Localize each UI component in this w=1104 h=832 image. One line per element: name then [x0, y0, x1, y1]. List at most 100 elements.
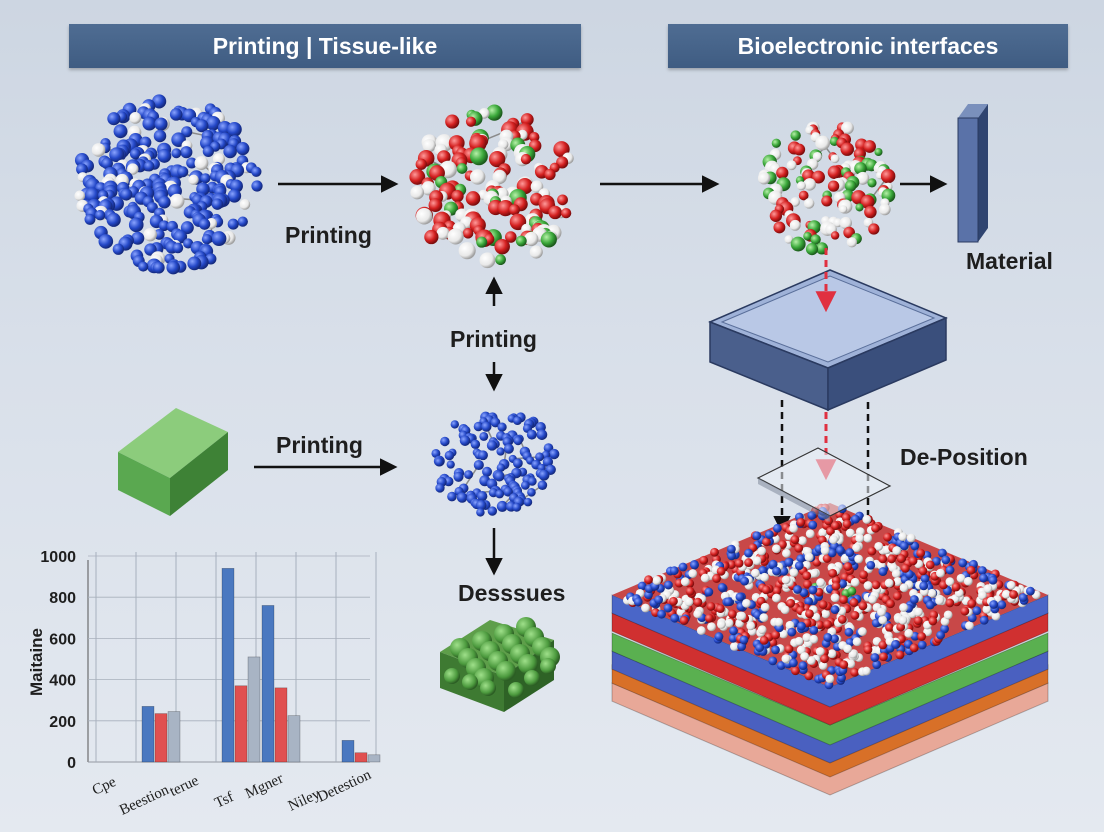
film-bead [904, 628, 914, 638]
atom [101, 157, 113, 170]
blue-white-molecule-cluster [74, 94, 263, 275]
film-bead [680, 577, 690, 587]
film-bead [848, 649, 858, 659]
atom [251, 166, 262, 177]
atom [495, 254, 506, 266]
film-bead [845, 548, 855, 557]
bar [167, 711, 181, 763]
film-bead [827, 548, 837, 558]
film-bead [863, 533, 873, 543]
film-bead [796, 517, 806, 527]
atom [227, 218, 239, 230]
material-plate [957, 104, 988, 243]
film-bead [760, 572, 769, 582]
film-bead [851, 514, 860, 524]
film-bead [972, 606, 982, 616]
atom [880, 168, 896, 184]
film-bead [772, 593, 781, 603]
film-bead [737, 611, 747, 621]
atom [447, 491, 457, 502]
atom [515, 235, 527, 247]
atom [188, 174, 199, 185]
atom [211, 198, 224, 210]
film-bead [759, 613, 769, 623]
atom [524, 231, 539, 247]
film-bead [935, 596, 944, 606]
label-de-position: De-Position [900, 444, 1028, 470]
film-bead [936, 568, 945, 578]
atom [444, 450, 455, 461]
film-bead [855, 527, 865, 537]
atom [827, 180, 840, 192]
film-bead [714, 632, 724, 641]
header-bioelectronic-interfaces: Bioelectronic interfaces [668, 24, 1068, 68]
atom [855, 203, 864, 212]
film-bead [898, 532, 908, 542]
atom [476, 236, 488, 248]
atom [790, 236, 806, 252]
atom [142, 116, 157, 131]
blue-particle-network [431, 411, 560, 517]
atom [447, 228, 464, 245]
film-bead [843, 562, 853, 571]
atom [504, 231, 517, 243]
film-bead [758, 566, 768, 575]
film-bead [989, 600, 999, 609]
film-bead [794, 543, 804, 553]
atom [476, 508, 485, 517]
atom [503, 486, 513, 497]
film-bead [820, 546, 830, 555]
film-bead [839, 660, 849, 670]
atom [445, 114, 460, 129]
film-bead [1026, 586, 1035, 596]
x-tick-label: terue [167, 773, 201, 800]
atom [440, 436, 450, 447]
film-bead [669, 596, 678, 606]
atom [560, 207, 572, 219]
film-bead [858, 627, 867, 636]
atom [496, 500, 508, 512]
film-bead [768, 559, 778, 569]
film-bead [800, 652, 810, 661]
atom [557, 194, 568, 206]
atom [202, 145, 214, 158]
film-bead [843, 644, 853, 654]
film-bead [688, 569, 698, 578]
film-bead [768, 656, 778, 666]
film-bead [906, 533, 916, 543]
atom [542, 456, 554, 467]
atom [157, 148, 172, 163]
film-bead [772, 586, 782, 596]
film-bead [884, 578, 894, 588]
atom [827, 165, 842, 179]
film-bead [872, 660, 882, 670]
bar [221, 568, 235, 763]
film-bead [835, 545, 845, 555]
film-bead [846, 659, 856, 669]
atom [856, 171, 870, 185]
atom [874, 147, 883, 157]
atom [513, 436, 523, 446]
film-bead [644, 575, 653, 585]
film-bead [785, 620, 795, 630]
atom [864, 205, 877, 219]
tissue-bump [540, 658, 556, 674]
film-bead [670, 613, 680, 623]
film-bead [837, 615, 847, 624]
atom [841, 121, 854, 135]
film-bead [830, 634, 839, 644]
tissue-bump [480, 680, 496, 696]
film-bead [637, 581, 647, 591]
atom [475, 500, 487, 511]
film-bead [941, 555, 951, 565]
film-bead [780, 605, 790, 615]
atom [473, 459, 484, 471]
film-bead [831, 521, 840, 531]
film-bead [742, 598, 751, 608]
film-bead [966, 565, 976, 575]
film-bead [997, 600, 1007, 610]
atom [465, 191, 481, 206]
film-bead [664, 580, 673, 590]
deposition-slab [708, 269, 948, 412]
film-bead [977, 566, 987, 575]
